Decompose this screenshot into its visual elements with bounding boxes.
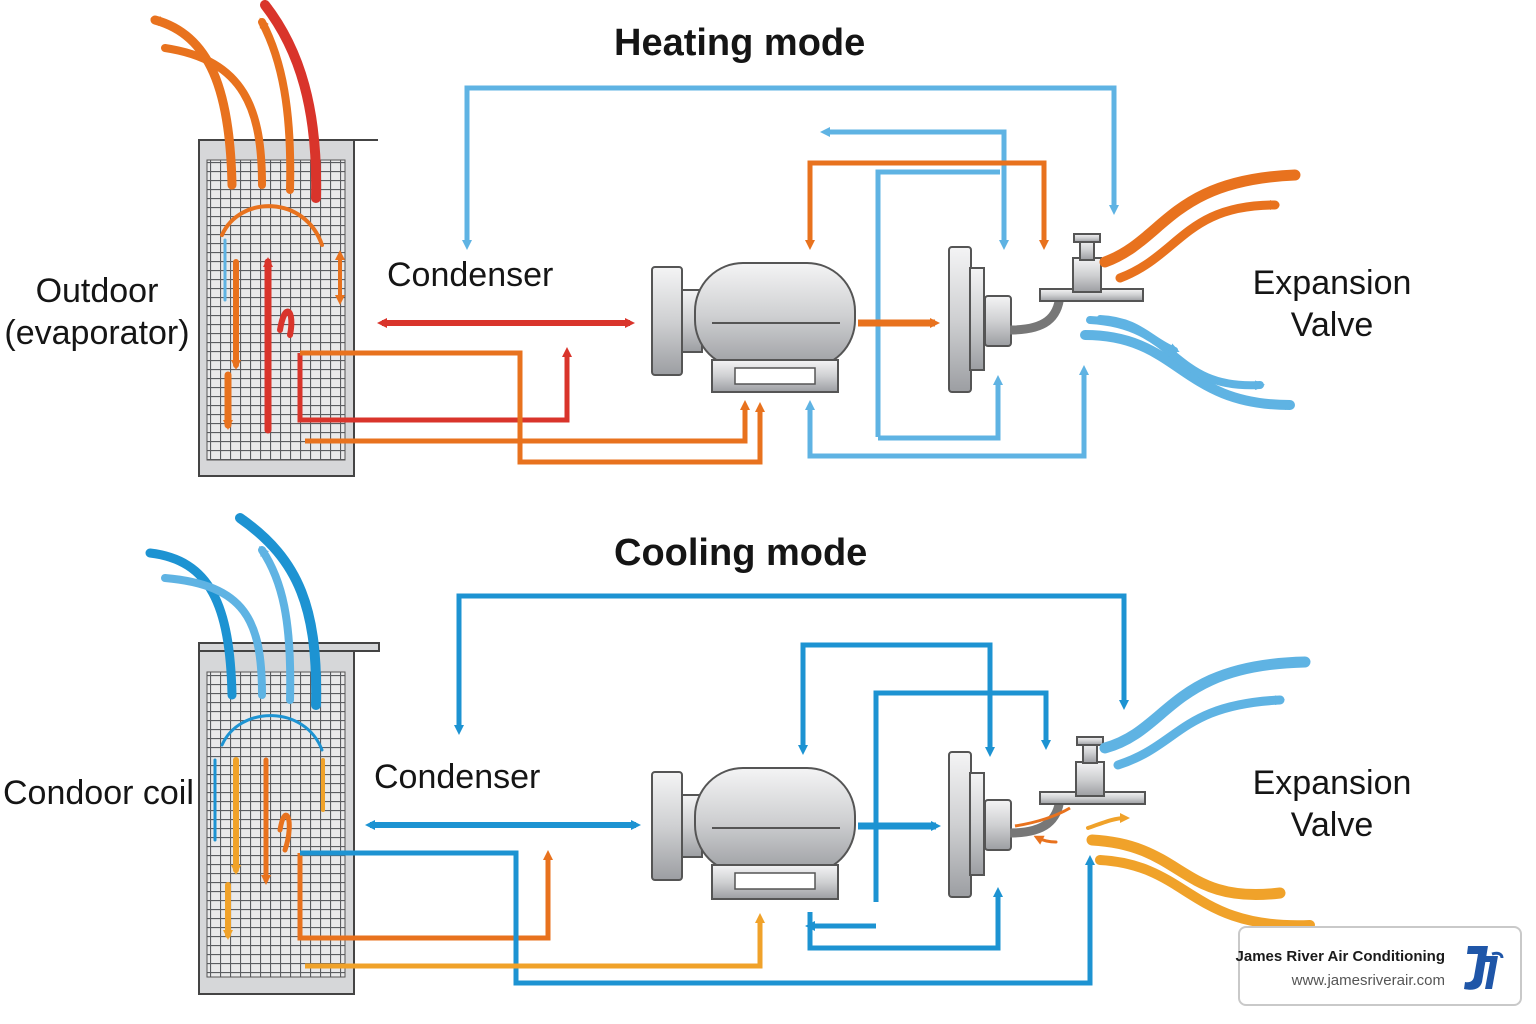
compressor-motor <box>651 262 856 393</box>
brand-name: James River Air Conditioning <box>1235 948 1445 965</box>
heating-expansion-valve-label: Expansion Valve <box>1252 264 1412 344</box>
cooling-panel <box>145 513 1315 995</box>
compressor-motor-cooling <box>651 767 856 900</box>
brand-badge[interactable]: James River Air Conditioning www.jamesri… <box>1235 926 1522 1006</box>
indoor-coil-label: Condoor coil <box>3 774 194 812</box>
heating-outlet-air <box>1080 169 1301 410</box>
brand-url[interactable]: www.jamesriverair.com <box>1291 972 1445 989</box>
cooling-condenser-label: Condenser <box>374 758 541 796</box>
cooling-expansion-valve-label: Expansion Valve <box>1252 764 1412 844</box>
brand-logo-icon <box>1464 946 1504 990</box>
outdoor-coil-label: Outdoor (evaporator) <box>4 272 190 352</box>
hot-air-outflow <box>150 0 345 434</box>
cooling-mode-title: Cooling mode <box>614 532 868 574</box>
expansion-valve-assembly-cooling <box>948 736 1146 898</box>
cooling-outlet-air <box>1033 656 1315 931</box>
heating-panel <box>150 0 1301 477</box>
heating-refrigerant-lines <box>297 85 1119 465</box>
cool-air-outflow <box>145 513 325 940</box>
cooling-refrigerant-lines <box>297 593 1129 986</box>
heating-condenser-label: Condenser <box>387 256 554 294</box>
heating-mode-title: Heating mode <box>614 22 866 64</box>
